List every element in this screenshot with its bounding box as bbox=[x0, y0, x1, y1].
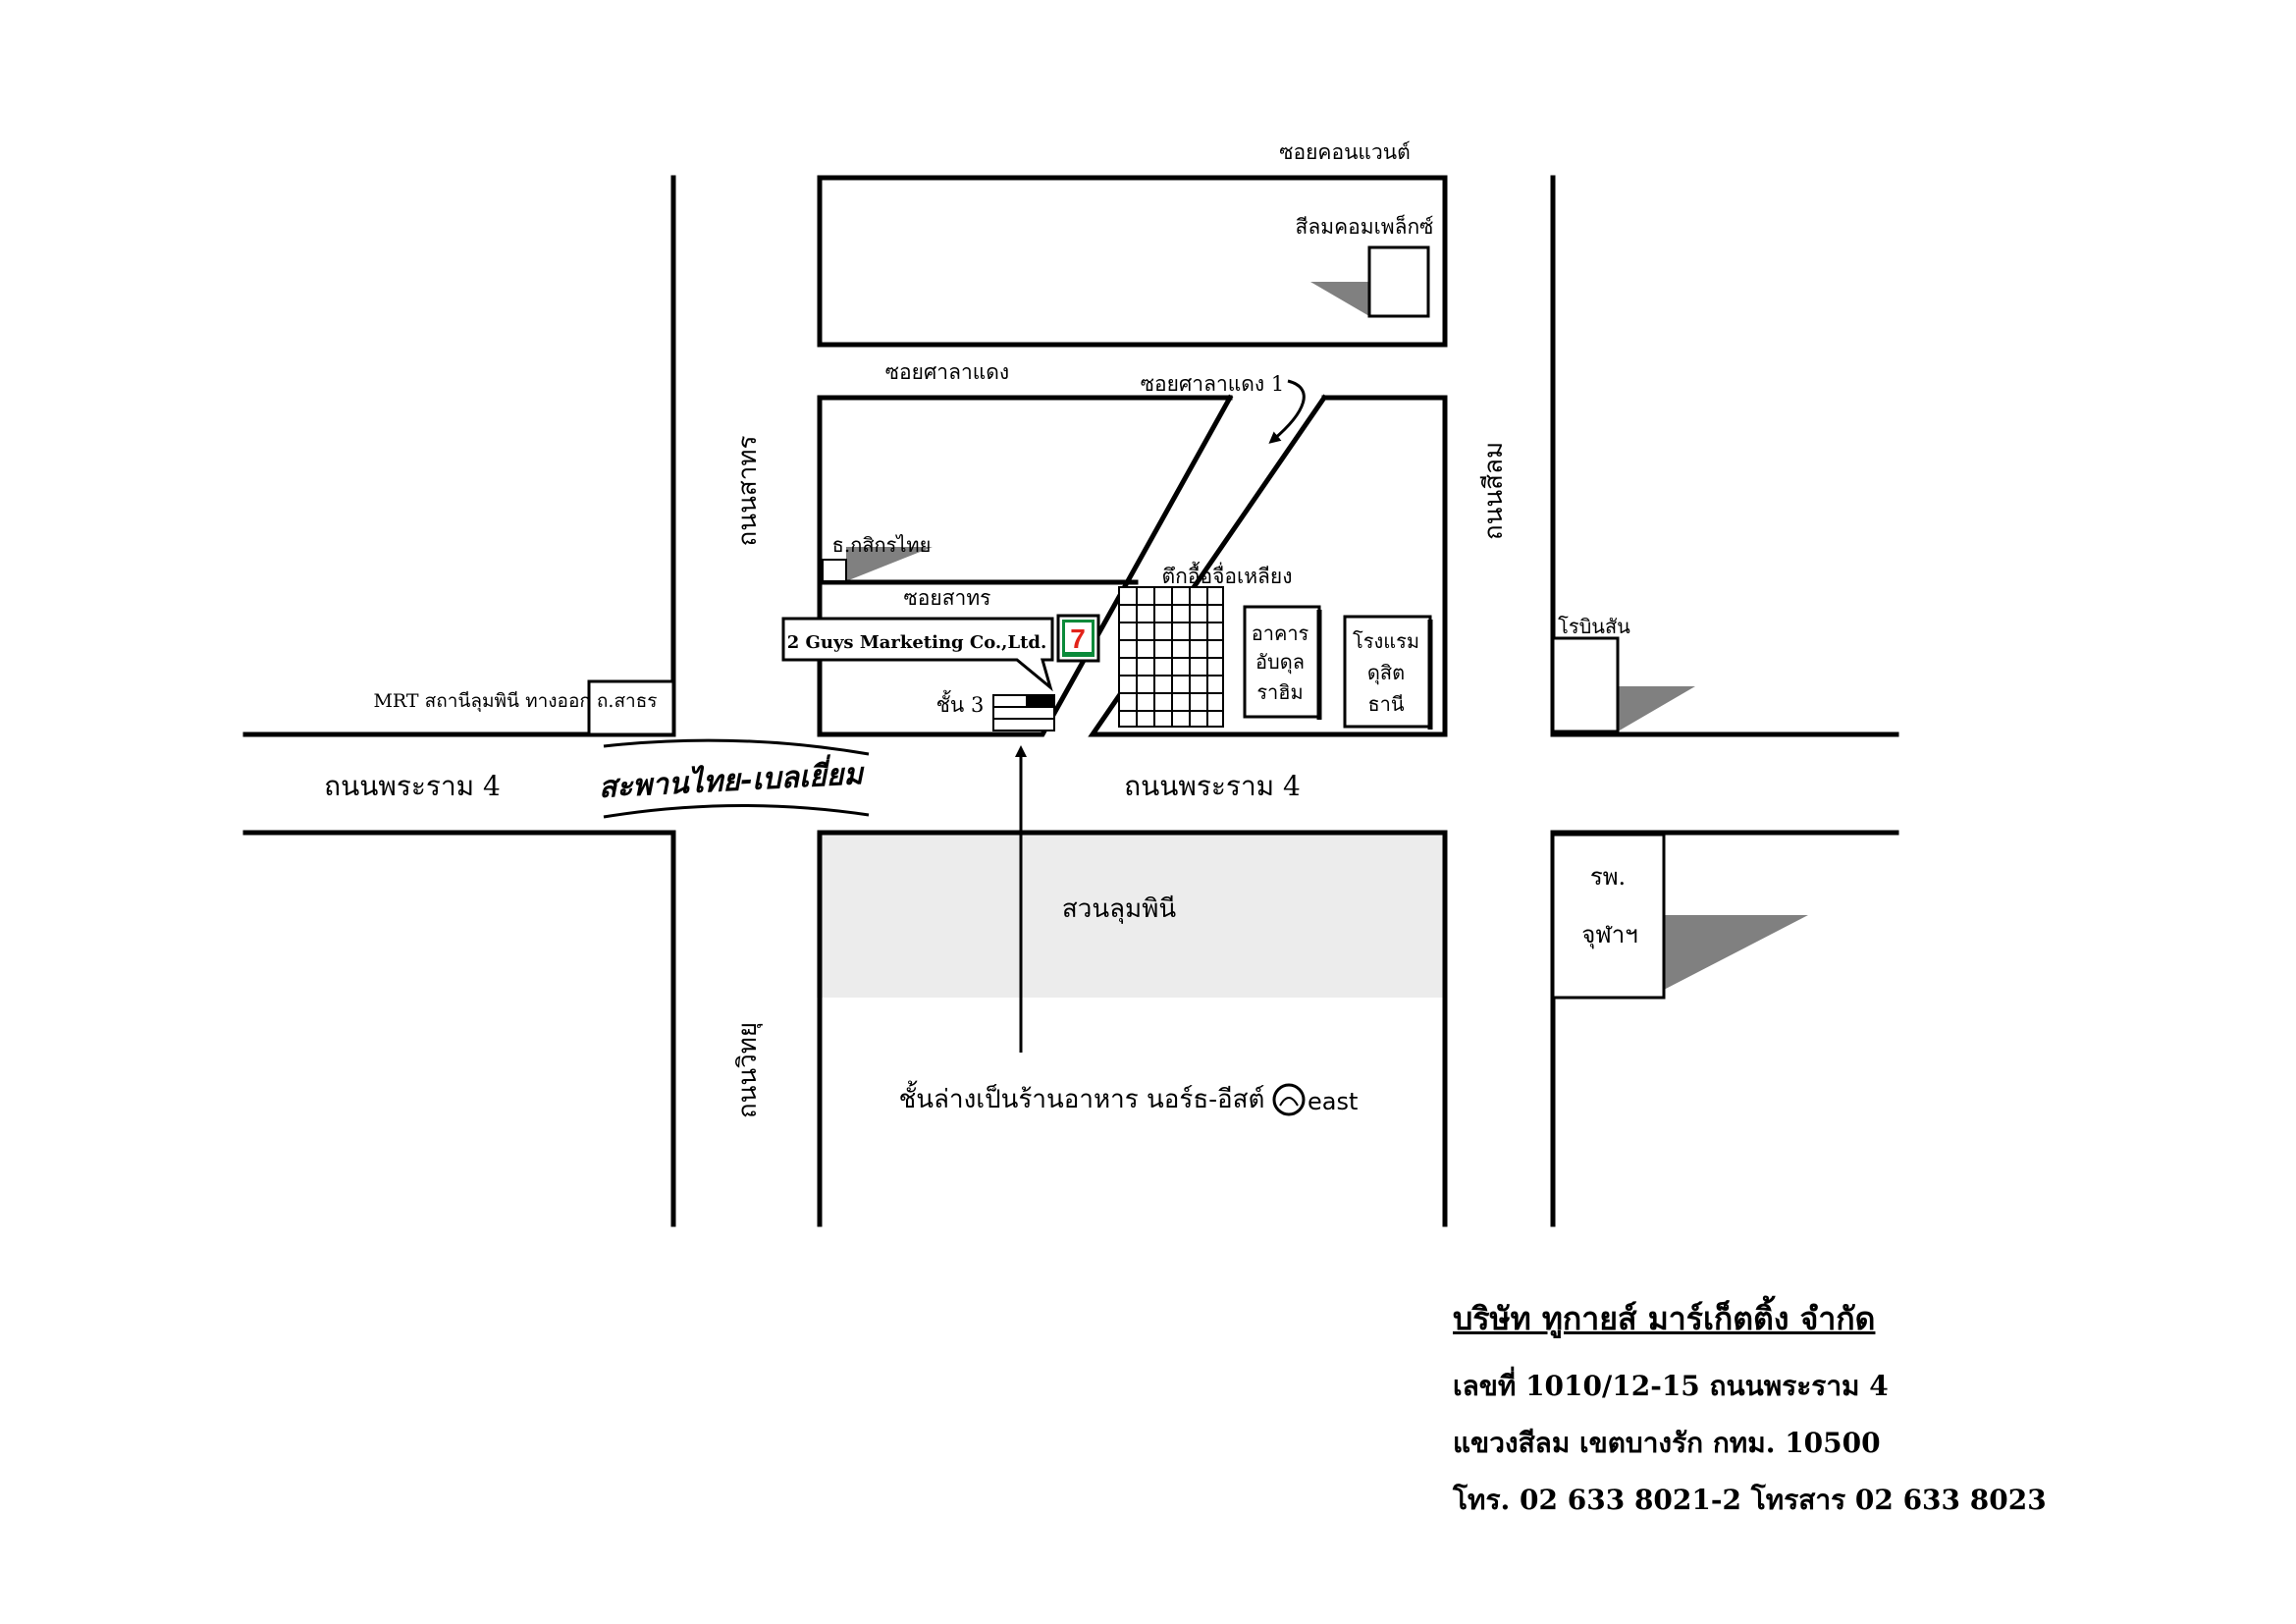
label-thanon-sathorn: ถนนสาทร bbox=[733, 436, 763, 547]
silom-complex-shadow bbox=[1310, 282, 1369, 316]
soi-sala-daeng-1-arrow bbox=[1268, 379, 1306, 444]
label-company: 2 Guys Marketing Co.,Ltd. bbox=[787, 632, 1047, 653]
label-bridge: สะพานไทย-เบลเยี่ยม bbox=[598, 752, 866, 805]
label-abdul-rahim-3: ราฮิม bbox=[1256, 680, 1303, 704]
east-logo-text: east bbox=[1308, 1088, 1358, 1115]
company-building bbox=[992, 694, 1055, 731]
robinson-shadow bbox=[1618, 686, 1695, 731]
label-soi-sala-daeng-1: ซอยศาลาแดง 1 bbox=[1141, 372, 1284, 396]
kasikorn-shadow bbox=[846, 547, 933, 581]
label-mrt: MRT สถานีลุมพินี ทางออก ถ.สาธร bbox=[373, 690, 657, 713]
company-name: บริษัท ทูกายส์ มาร์เก็ตติ้ง จำกัด bbox=[1453, 1300, 1876, 1337]
robinson-building bbox=[1551, 636, 1620, 733]
company-callout bbox=[781, 617, 1054, 692]
kasikorn-bank-building bbox=[822, 559, 847, 582]
label-thanon-wittayu: ถนนวิทยุ bbox=[733, 1022, 763, 1118]
bridge-top-arc bbox=[603, 738, 870, 756]
label-soi-sala-daeng: ซอยศาลาแดง bbox=[885, 360, 1009, 384]
label-rama4-right: ถนนพระราม 4 bbox=[1124, 770, 1301, 802]
label-hospital-2: จุฬาฯ bbox=[1581, 921, 1637, 949]
lumpini-park-area bbox=[817, 833, 1443, 998]
label-rama4-left: ถนนพระราม 4 bbox=[324, 770, 501, 802]
label-thanon-silom: ถนนสีลม bbox=[1479, 442, 1509, 540]
label-abdul-rahim-2: อับดุล bbox=[1255, 650, 1305, 675]
company-address-line1: เลขที่ 1010/12-15 ถนนพระราม 4 bbox=[1453, 1370, 1889, 1402]
label-hotel-3: ธานี bbox=[1367, 692, 1404, 716]
company-address-line2: แขวงสีลม เขตบางรัก กทม. 10500 bbox=[1453, 1427, 1881, 1459]
label-ground-floor: ชั้นล่างเป็นร้านอาหาร นอร์ธ-อีสต์ bbox=[899, 1080, 1265, 1114]
label-robinson: โรบินสัน bbox=[1558, 615, 1630, 638]
label-ue-chu-liang: ตึกอื้อจื่อเหลียง bbox=[1162, 562, 1293, 588]
label-hospital-1: รพ. bbox=[1590, 863, 1626, 891]
label-kasikorn-bank: ธ.กสิกรไทย bbox=[832, 533, 932, 557]
seven-eleven-icon: 7 bbox=[1056, 614, 1100, 663]
mrt-exit-box bbox=[587, 679, 675, 736]
abdul-rahim-building bbox=[1243, 605, 1321, 719]
bridge-bottom-arc bbox=[603, 803, 870, 819]
hospital-shadow bbox=[1664, 915, 1808, 990]
label-floor: ชั้น 3 bbox=[936, 690, 985, 717]
label-lumpini-park: สวนลุมพินี bbox=[1062, 894, 1176, 924]
north-east-logo: east bbox=[1272, 1083, 1358, 1116]
ue-chu-liang-building bbox=[1118, 586, 1224, 728]
seven-eleven-number: 7 bbox=[1070, 623, 1086, 654]
chula-hospital-building bbox=[1551, 833, 1666, 1000]
label-hotel-2: ดุสิต bbox=[1367, 661, 1405, 685]
silom-complex-building bbox=[1367, 245, 1430, 318]
label-abdul-rahim-1: อาคาร bbox=[1252, 622, 1309, 645]
label-silom-complex: สีลมคอมเพล็กซ์ bbox=[1296, 213, 1434, 239]
label-soi-convent: ซอยคอนแวนต์ bbox=[1279, 140, 1411, 164]
label-soi-sathorn: ซอยสาทร bbox=[904, 586, 991, 610]
label-hotel-1: โรงแรม bbox=[1353, 629, 1419, 653]
company-contact: โทร. 02 633 8021-2 โทรสาร 02 633 8023 bbox=[1453, 1484, 2047, 1516]
